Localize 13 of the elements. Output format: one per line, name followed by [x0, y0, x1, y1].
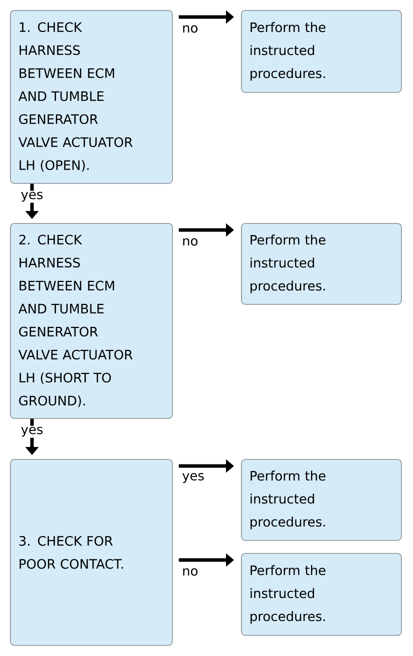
- edge-label: no: [181, 237, 200, 247]
- edge-label: yes: [20, 426, 44, 438]
- edge-label: yes: [20, 190, 44, 203]
- edge-label: no: [181, 24, 200, 34]
- process-box: 1. CHECK HARNESS BETWEEN ECM AND TUMBLE GENERATOR VALVE ACTUATOR LH (OPEN).: [10, 10, 173, 184]
- process-box: Perform the instructed procedures.: [241, 223, 402, 305]
- edge-label: no: [181, 567, 200, 577]
- process-box: 3. CHECK FOR POOR CONTACT.: [10, 459, 173, 646]
- edge-label: yes: [181, 472, 206, 484]
- process-box: Perform the instructed procedures.: [241, 459, 402, 541]
- process-box: Perform the instructed procedures.: [241, 553, 402, 636]
- process-box: 2. CHECK HARNESS BETWEEN ECM AND TUMBLE GENERATOR VALVE ACTUATOR LH (SHORT TO GROUND).: [10, 223, 173, 419]
- process-box: Perform the instructed procedures.: [241, 10, 402, 93]
